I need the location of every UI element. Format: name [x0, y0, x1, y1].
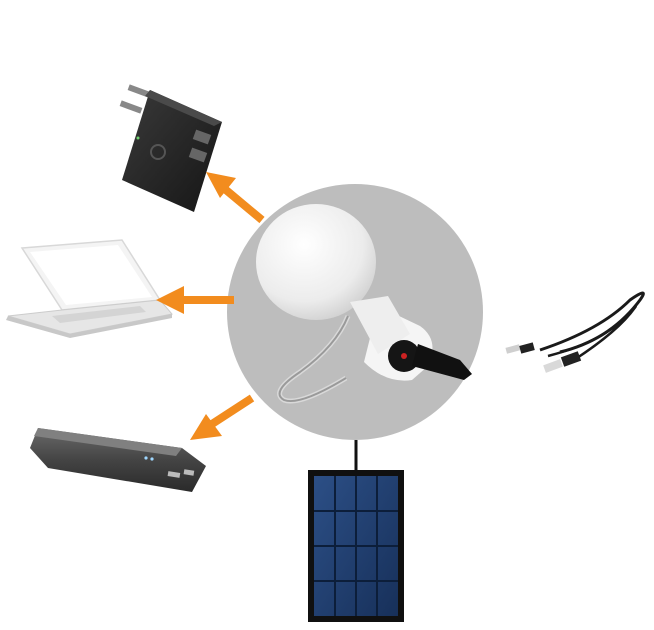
light-bulb-icon — [256, 204, 472, 404]
arrow-to-laptop — [156, 286, 234, 314]
laptop-icon — [6, 239, 173, 338]
arrow-to-power-bank — [190, 394, 255, 440]
arrow-to-charger — [206, 172, 265, 224]
wall-charger-icon — [119, 84, 222, 212]
solar-panel-icon — [308, 440, 404, 622]
power-bank-icon — [30, 428, 206, 492]
usb-cable-icon — [505, 291, 645, 373]
